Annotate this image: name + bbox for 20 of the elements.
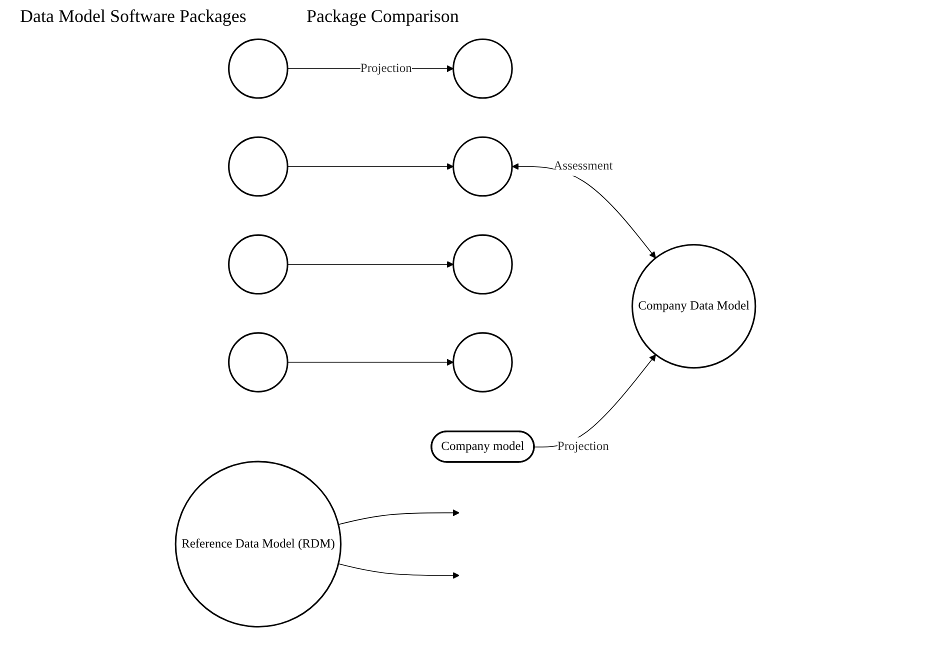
arrow xyxy=(338,563,460,579)
node-circle xyxy=(228,332,288,392)
node-circle xyxy=(228,136,288,197)
node-circle xyxy=(452,38,513,99)
heading-label: Package Comparison xyxy=(306,6,459,27)
heading-label: Data Model Software Packages xyxy=(20,6,246,27)
arrow xyxy=(287,358,454,366)
node-circle: Reference Data Model (RDM) xyxy=(174,460,342,628)
edge-label: Projection xyxy=(360,62,412,75)
node-circle xyxy=(228,38,288,99)
node-circle xyxy=(452,332,513,392)
node-circle xyxy=(228,234,288,295)
edge-label: Assessment xyxy=(554,159,613,173)
node-circle xyxy=(452,136,513,197)
node-circle: Company Data Model xyxy=(632,244,756,369)
arrow xyxy=(338,509,460,525)
edge-label: Projection xyxy=(557,440,609,453)
arrow xyxy=(287,260,454,268)
arrow xyxy=(287,163,454,170)
node-circle xyxy=(452,234,513,295)
